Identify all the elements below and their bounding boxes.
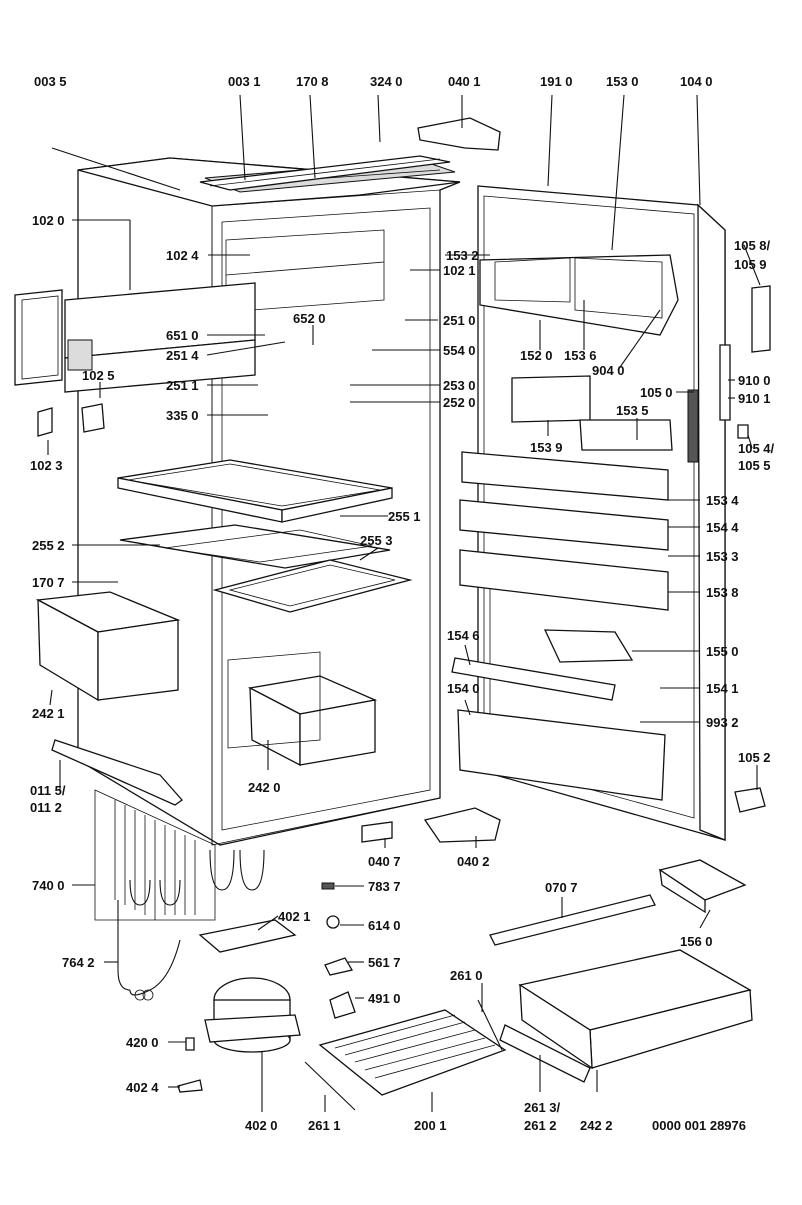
part-label: 153 5 — [616, 403, 649, 418]
part-label: 153 2 — [446, 248, 479, 263]
part-label: 335 0 — [166, 408, 199, 423]
part-label: 651 0 — [166, 328, 199, 343]
capillary-tube — [117, 900, 181, 1001]
part-label: 251 4 — [166, 348, 199, 363]
door-hinges — [417, 117, 771, 843]
part-label: 200 1 — [414, 1118, 447, 1133]
part-label: 102 0 — [32, 213, 65, 228]
part-label: 040 2 — [457, 854, 490, 869]
part-label: 153 8 — [706, 585, 739, 600]
part-label: 154 6 — [447, 628, 480, 643]
part-label: 255 1 — [388, 509, 421, 524]
part-label: 003 5 — [34, 74, 67, 89]
part-label: 170 8 — [296, 74, 329, 89]
part-label: 402 1 — [278, 909, 311, 924]
part-label: 255 3 — [360, 533, 393, 548]
part-label: 070 7 — [545, 880, 578, 895]
part-label: 261 3/ — [524, 1100, 561, 1115]
part-label: 402 0 — [245, 1118, 278, 1133]
part-label: 242 0 — [248, 780, 281, 795]
part-label: 251 1 — [166, 378, 199, 393]
part-labels: 003 5 003 1 170 8 324 0 040 1 191 0 153 … — [30, 74, 775, 1133]
part-label: 105 5 — [738, 458, 771, 473]
part-label: 156 0 — [680, 934, 713, 949]
part-label: 740 0 — [32, 878, 65, 893]
compressor — [204, 977, 301, 1053]
part-label: 242 1 — [32, 706, 65, 721]
door-shelves — [451, 254, 679, 801]
part-label: 652 0 — [293, 311, 326, 326]
part-label: 153 6 — [564, 348, 597, 363]
part-label: 261 1 — [308, 1118, 341, 1133]
part-label: 154 1 — [706, 681, 739, 696]
part-label: 402 4 — [126, 1080, 159, 1095]
part-label: 910 1 — [738, 391, 771, 406]
part-label: 253 0 — [443, 378, 476, 393]
part-label: 105 2 — [738, 750, 771, 765]
bottom-drawer — [489, 894, 753, 1083]
part-label: 561 7 — [368, 955, 401, 970]
part-label: 105 0 — [640, 385, 673, 400]
part-label: 420 0 — [126, 1035, 159, 1050]
part-label: 993 2 — [706, 715, 739, 730]
part-label: 105 4/ — [738, 441, 775, 456]
vegetable-bin-right — [227, 651, 378, 767]
part-label: 170 7 — [32, 575, 65, 590]
part-label: 783 7 — [368, 879, 401, 894]
part-label: 242 2 — [580, 1118, 613, 1133]
part-label: 105 8/ — [734, 238, 771, 253]
condenser-coil — [94, 789, 265, 921]
part-label: 154 0 — [447, 681, 480, 696]
part-label: 011 5/ — [30, 783, 66, 798]
freezer-compartment-door — [14, 282, 256, 393]
part-label: 040 1 — [448, 74, 481, 89]
part-label: 155 0 — [706, 644, 739, 659]
part-label: 554 0 — [443, 343, 476, 358]
leader-lines — [47, 94, 761, 1112]
wire-shelf-bottom — [304, 999, 507, 1111]
vegetable-bin-left — [35, 591, 181, 702]
part-label: 105 9 — [734, 257, 767, 272]
hinge-rail-part — [51, 739, 183, 806]
part-label: 102 5 — [82, 368, 115, 383]
part-label: 764 2 — [62, 955, 95, 970]
part-label: 153 4 — [706, 493, 739, 508]
part-label: 153 9 — [530, 440, 563, 455]
compressor-tray — [198, 919, 297, 953]
part-label: 614 0 — [368, 918, 401, 933]
part-label: 003 1 — [228, 74, 261, 89]
part-label: 011 2 — [30, 800, 62, 815]
part-label: 261 0 — [450, 968, 483, 983]
part-label: 152 0 — [520, 348, 553, 363]
part-label: 255 2 — [32, 538, 65, 553]
part-label: 153 3 — [706, 549, 739, 564]
part-label: 324 0 — [370, 74, 403, 89]
part-label: 102 4 — [166, 248, 199, 263]
block-part — [81, 403, 105, 433]
part-label: 904 0 — [592, 363, 625, 378]
part-label: 191 0 — [540, 74, 573, 89]
drawing-code: 0000 001 28976 — [652, 1118, 746, 1133]
part-label: 251 0 — [443, 313, 476, 328]
clip-part — [37, 407, 53, 437]
part-label: 491 0 — [368, 991, 401, 1006]
small-component-parts — [177, 821, 393, 1093]
part-label: 040 7 — [368, 854, 401, 869]
part-label: 102 1 — [443, 263, 476, 278]
glass-shelf-upper — [117, 459, 393, 523]
top-strip-part — [199, 155, 451, 191]
part-label: 261 2 — [524, 1118, 557, 1133]
part-label: 153 0 — [606, 74, 639, 89]
part-label: 252 0 — [443, 395, 476, 410]
part-label: 104 0 — [680, 74, 713, 89]
part-label: 154 4 — [706, 520, 739, 535]
glass-shelf-lower — [119, 524, 413, 613]
egg-tray — [658, 859, 747, 914]
part-label: 102 3 — [30, 458, 63, 473]
part-label: 910 0 — [738, 373, 771, 388]
